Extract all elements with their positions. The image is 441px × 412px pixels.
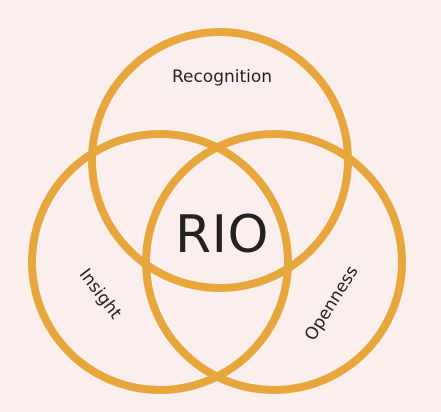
label-openness: Openness <box>301 262 363 344</box>
label-recognition: Recognition <box>172 67 272 87</box>
circle-insight <box>28 130 292 394</box>
center-label: RIO <box>175 205 269 265</box>
circle-openness <box>142 130 406 394</box>
label-insight: Insight <box>75 265 126 323</box>
